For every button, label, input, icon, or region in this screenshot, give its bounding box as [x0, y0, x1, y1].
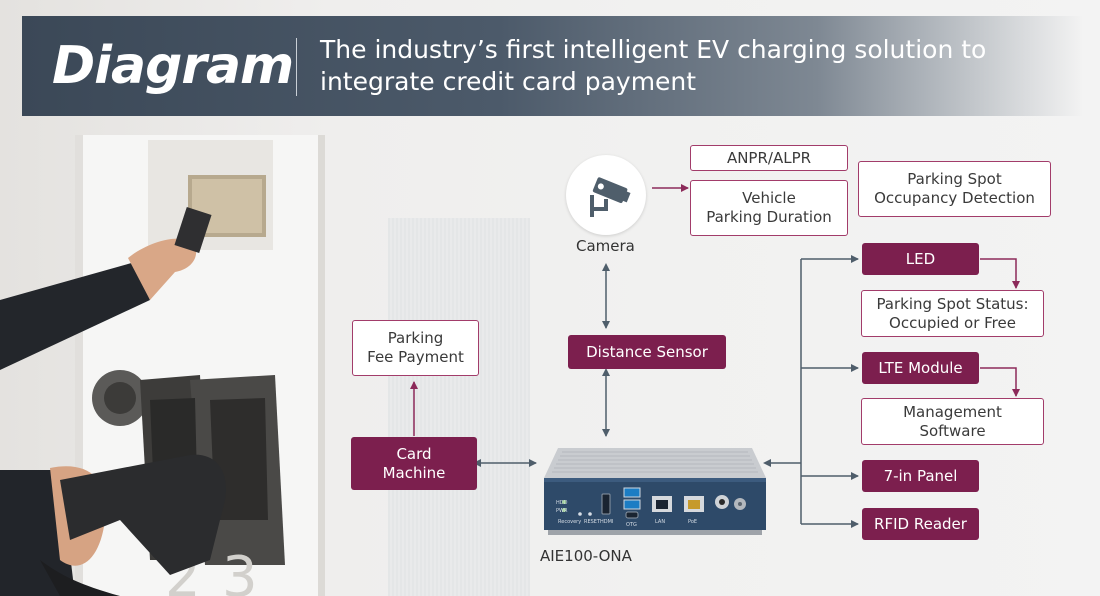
management-software-box: Management Software [861, 398, 1044, 445]
panel-label: 7-in Panel [883, 466, 958, 485]
card-label-line-2: Machine [382, 463, 446, 482]
port-label-hdmi: HDMI [600, 519, 613, 525]
page-subtitle: The industry’s first intelligent EV char… [320, 34, 1080, 98]
port-label-poe: PoE [688, 519, 697, 525]
vehicle-label-line-1: Vehicle [742, 189, 796, 207]
port-label-recovery: Recovery [558, 519, 581, 525]
status-label-line-2: Occupied or Free [889, 313, 1016, 332]
header-banner: Diagram The industry’s first intelligent… [22, 16, 1082, 116]
distance-sensor-box: Distance Sensor [568, 335, 726, 369]
port-label-hdd: HDD [556, 500, 568, 506]
mgmt-label-line-1: Management [903, 402, 1002, 421]
panel-box: 7-in Panel [862, 460, 979, 492]
camera-icon [590, 177, 631, 217]
distance-sensor-label: Distance Sensor [586, 342, 708, 361]
arrow-led-to-status [980, 258, 1020, 289]
led-box: LED [862, 243, 979, 275]
camera-label: Camera [576, 237, 635, 255]
anpr-label: ANPR/ALPR [726, 148, 812, 167]
vehicle-label-line-2: Parking Duration [706, 208, 832, 226]
mgmt-label-line-2: Software [919, 421, 986, 440]
camera-node [566, 155, 646, 235]
arrow-lte-to-mgmt [980, 367, 1020, 397]
occupancy-detection-box: Parking Spot Occupancy Detection [858, 161, 1051, 217]
vehicle-parking-duration-box: Vehicle Parking Duration [690, 180, 848, 236]
status-label-line-1: Parking Spot Status: [876, 294, 1029, 313]
subtitle-line-1: The industry’s first intelligent EV char… [320, 35, 987, 64]
fee-label-line-1: Parking [387, 329, 444, 347]
occupancy-label-line-1: Parking Spot [907, 170, 1002, 188]
card-label-line-1: Card [396, 444, 432, 463]
anpr-box: ANPR/ALPR [690, 145, 848, 171]
svg-text:3: 3 [222, 545, 258, 596]
rfid-label: RFID Reader [874, 514, 967, 533]
parking-fee-payment-box: Parking Fee Payment [352, 320, 479, 376]
port-label-reset: RESET [584, 519, 601, 525]
parking-status-box: Parking Spot Status: Occupied or Free [861, 290, 1044, 337]
port-label-lan: LAN [655, 519, 665, 525]
port-label-otg: OTG [626, 522, 637, 528]
led-label: LED [905, 249, 936, 268]
fee-label-line-2: Fee Payment [367, 348, 464, 366]
port-label-pwr: PWR [556, 508, 568, 514]
card-machine-box: Card Machine [351, 437, 477, 490]
page-title: Diagram [52, 36, 294, 96]
aie100-device-image: HDD PWR Recovery RESET HDMI OTG LAN PoE [544, 448, 766, 535]
lte-label: LTE Module [878, 358, 963, 377]
device-name-label: AIE100-ONA [540, 547, 632, 565]
occupancy-label-line-2: Occupancy Detection [874, 189, 1035, 207]
subtitle-line-2: integrate credit card payment [320, 67, 697, 96]
title-divider [296, 38, 297, 96]
lte-module-box: LTE Module [862, 352, 979, 384]
rfid-reader-box: RFID Reader [862, 508, 979, 540]
